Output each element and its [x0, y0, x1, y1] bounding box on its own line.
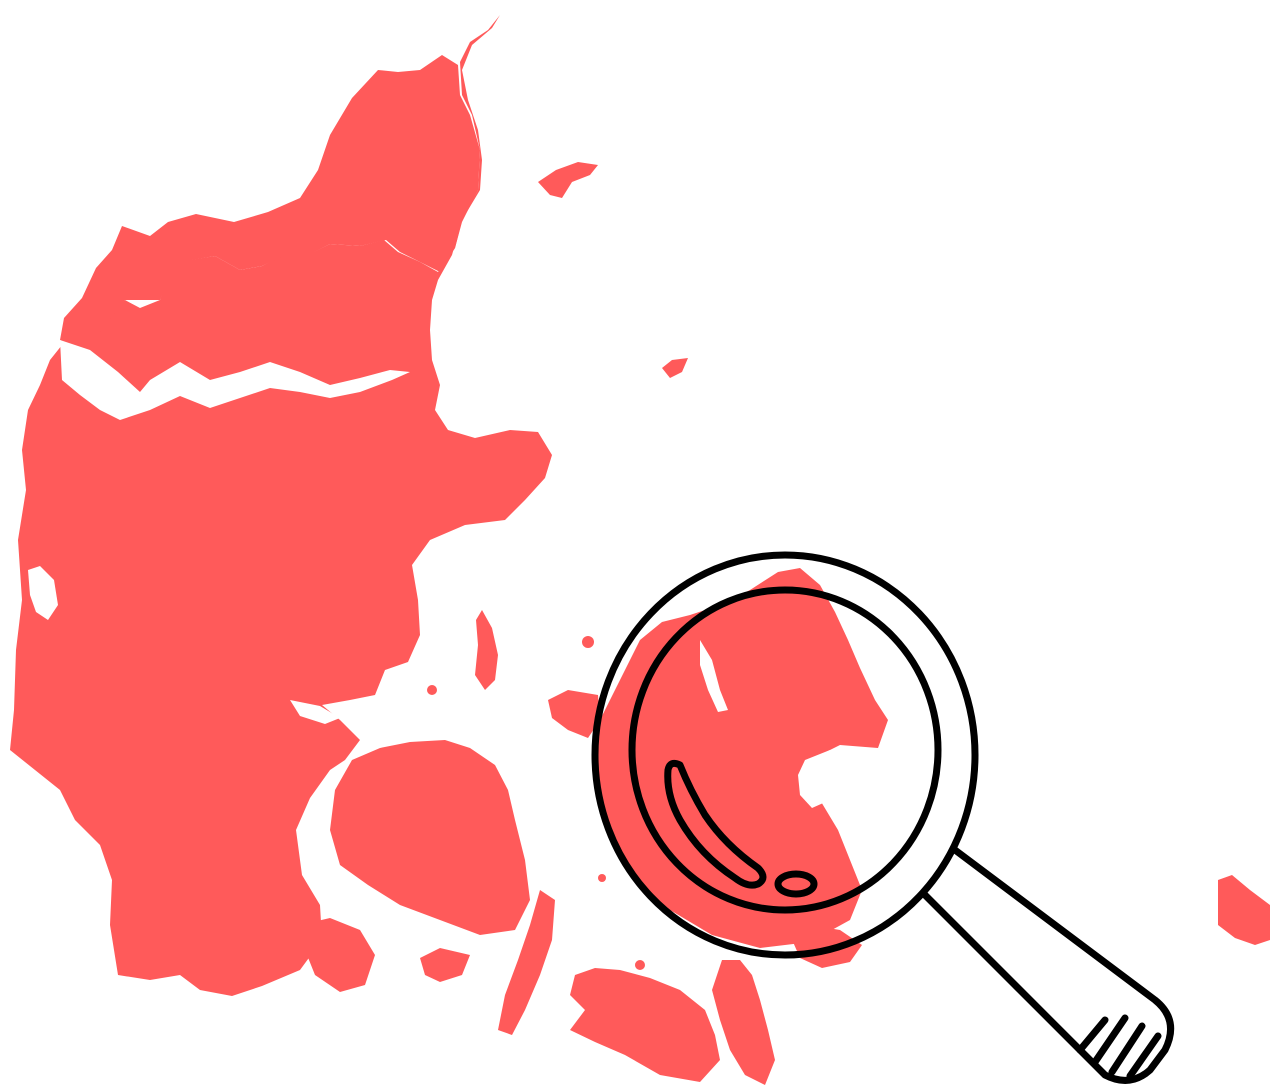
- magnifier-handle: [921, 846, 1175, 1084]
- region-aero: [420, 948, 470, 982]
- region-samso: [475, 610, 498, 690]
- region-zealand-odsherred: [548, 690, 600, 738]
- land-masses: [10, 15, 1270, 1085]
- magnifier-inner-rim: [628, 586, 942, 914]
- zealand-isefjord: [700, 640, 728, 712]
- region-als: [300, 918, 375, 992]
- lens-glare-dot: [774, 870, 818, 898]
- region-langeland: [498, 890, 555, 1035]
- region-mon: [790, 925, 862, 968]
- region-laeso: [538, 162, 598, 198]
- islet: [582, 636, 594, 648]
- region-falster: [712, 960, 775, 1085]
- region-bornholm: [1218, 875, 1270, 945]
- region-funen: [330, 740, 530, 935]
- lens-glare: [664, 759, 767, 889]
- region-lolland: [570, 968, 720, 1082]
- islet: [427, 685, 437, 695]
- limfjord: [60, 340, 410, 420]
- handle-grip-lines: [1076, 1014, 1162, 1080]
- region-jutland: [10, 15, 552, 996]
- islet: [635, 960, 645, 970]
- islet: [598, 874, 606, 882]
- magnifying-glass-icon: [591, 551, 1175, 1084]
- water-features: [28, 340, 850, 808]
- jutland-lake: [28, 566, 58, 620]
- region-vendsyssel: [60, 55, 480, 350]
- magnifier-outer-rim: [591, 551, 979, 959]
- jutland-inlet: [290, 700, 340, 724]
- zealand-bay: [798, 750, 850, 808]
- region-anholt: [662, 358, 688, 378]
